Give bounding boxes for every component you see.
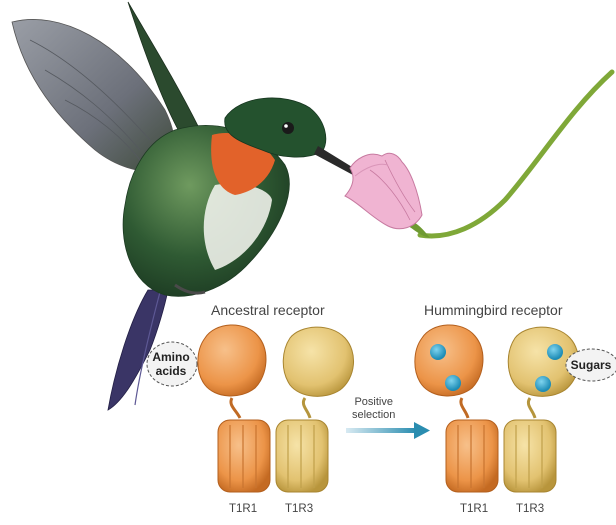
t1r1-left-label: T1R1 bbox=[229, 503, 258, 515]
receptor-protein-shape bbox=[197, 324, 271, 493]
sugars-label: Sugars bbox=[570, 358, 612, 372]
arrow-right-icon bbox=[346, 422, 430, 439]
amino-acids-ligand bbox=[146, 341, 198, 387]
t1r3-right-label: T1R3 bbox=[516, 503, 545, 515]
binding-site bbox=[445, 375, 461, 391]
positive-selection-label: Positive selection bbox=[352, 396, 395, 422]
hummingbird-illustration bbox=[11, 1, 370, 411]
flower-petals bbox=[344, 152, 423, 230]
ancestral-receptor-title: Ancestral receptor bbox=[211, 302, 325, 318]
amino-acids-label: Amino acids bbox=[152, 350, 190, 378]
receptor-protein-shape bbox=[503, 326, 580, 493]
sugars-ligand bbox=[565, 348, 616, 382]
flower-stem bbox=[417, 69, 615, 239]
receptor-protein-shape bbox=[414, 324, 499, 493]
ancestral-receptor bbox=[146, 324, 355, 493]
binding-site bbox=[430, 344, 446, 360]
binding-site bbox=[547, 344, 563, 360]
hummingbird-receptor bbox=[414, 324, 616, 493]
t1r3-left-label: T1R3 bbox=[285, 503, 314, 515]
flower-illustration bbox=[344, 69, 615, 239]
t1r1-right-label: T1R1 bbox=[460, 503, 489, 515]
binding-site bbox=[535, 376, 551, 392]
receptor-protein-shape bbox=[275, 326, 355, 493]
positive-selection-line1: Positive bbox=[354, 396, 393, 408]
positive-selection-line2: selection bbox=[352, 409, 396, 421]
hummingbird-eye bbox=[282, 122, 294, 134]
hummingbird-receptor-title: Hummingbird receptor bbox=[424, 302, 563, 318]
